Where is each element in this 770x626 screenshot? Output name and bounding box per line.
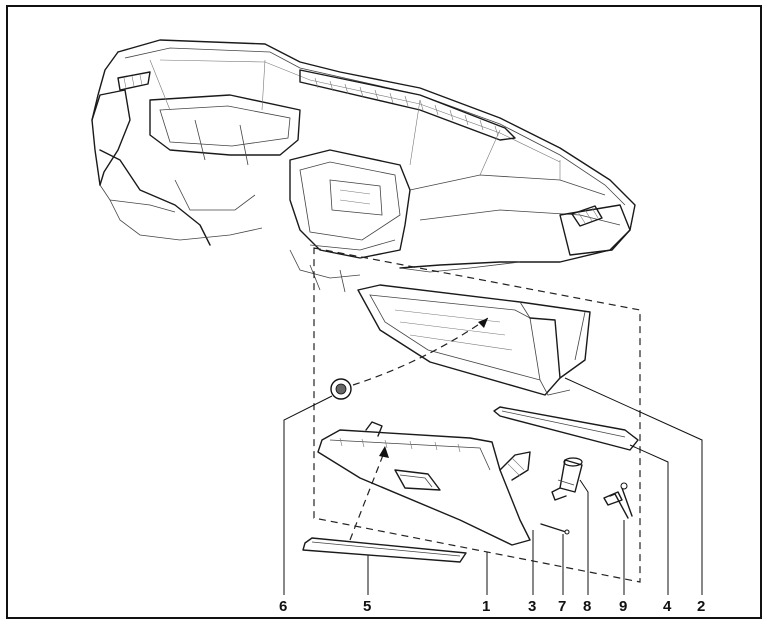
instrument-panel [91,39,636,293]
part-4-trim-strip [493,406,639,451]
part-2-glove-box-housing [357,284,591,396]
part-9-bolt [603,482,633,519]
callout-2: 2 [697,598,705,615]
callout-3: 3 [528,598,536,615]
part-6-damper [330,317,489,400]
callout-labels: 6 5 1 3 7 8 9 4 2 [279,598,705,615]
callout-8: 8 [583,598,591,615]
part-1-glove-box-door [317,421,531,546]
callout-6: 6 [279,598,287,615]
callout-7: 7 [558,598,566,615]
leader-lines [283,377,703,595]
defrost-grille-lines [314,77,499,137]
subassembly-boundary [313,247,641,583]
part-8-stopper [551,457,583,501]
callout-9: 9 [619,598,627,615]
part-5-trim-strip [302,537,467,563]
callout-1: 1 [482,598,490,615]
diagram-frame [6,5,762,619]
callout-4: 4 [663,598,672,615]
callout-5: 5 [363,598,371,615]
part-7-pin [540,523,570,535]
